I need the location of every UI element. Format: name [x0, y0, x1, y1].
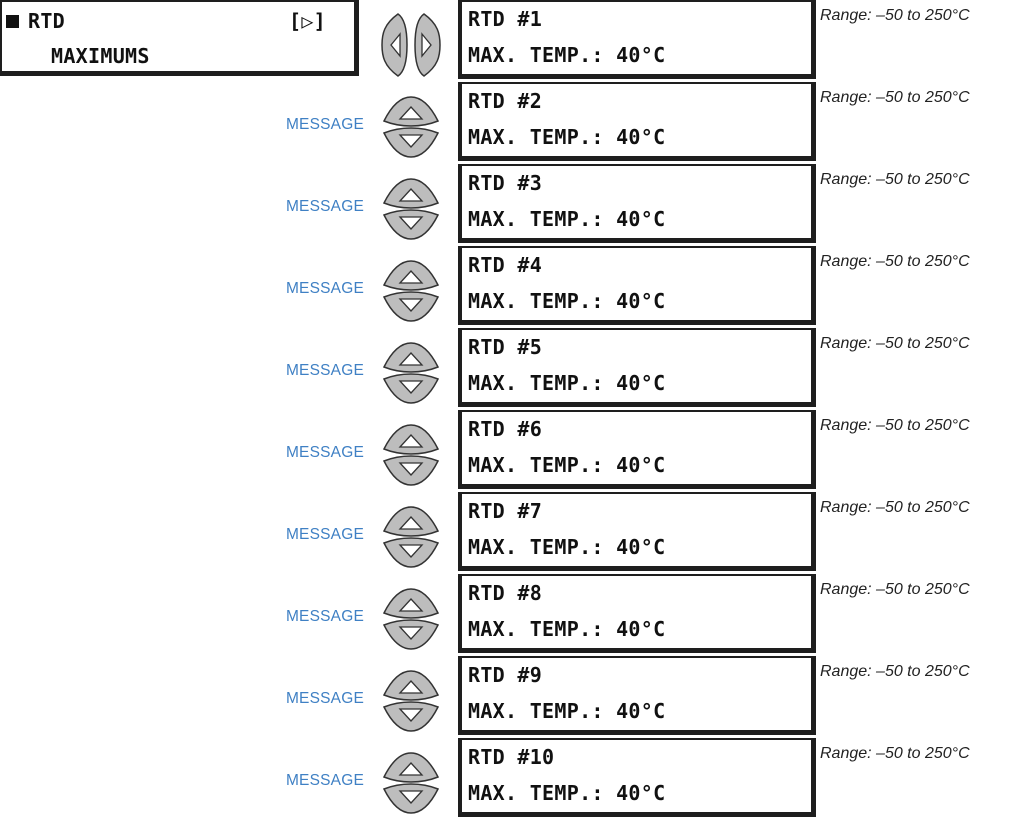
display-line1: RTD #2 — [468, 89, 543, 113]
message-up-down-keys-icon — [382, 588, 440, 650]
range-note: Range: –50 to 250°C — [820, 499, 970, 516]
range-note: Range: –50 to 250°C — [820, 745, 970, 762]
message-label: MESSAGE — [285, 280, 364, 297]
display-line1: RTD #4 — [468, 253, 543, 277]
message-label: MESSAGE — [285, 690, 364, 707]
group-title-line2: MAXIMUMS — [51, 44, 150, 68]
message-up-down-keys-icon — [382, 424, 440, 486]
rtd-display-4: RTD #4 MAX. TEMP.: 40°C — [458, 246, 816, 325]
settings-group-display: RTD [▷] MAXIMUMS — [0, 0, 359, 76]
message-up-down-keys-icon — [382, 178, 440, 240]
display-line1: RTD #9 — [468, 663, 543, 687]
display-line2: MAX. TEMP.: 40°C — [468, 43, 666, 67]
display-line1: RTD #10 — [468, 745, 555, 769]
message-up-down-keys-icon — [382, 670, 440, 732]
range-note: Range: –50 to 250°C — [820, 417, 970, 434]
display-line1: RTD #1 — [468, 7, 543, 31]
rtd-display-9: RTD #9 MAX. TEMP.: 40°C — [458, 656, 816, 735]
display-line2: MAX. TEMP.: 40°C — [468, 535, 666, 559]
display-line2: MAX. TEMP.: 40°C — [468, 207, 666, 231]
bullet-square-icon — [6, 15, 19, 28]
display-line2: MAX. TEMP.: 40°C — [468, 781, 666, 805]
range-note: Range: –50 to 250°C — [820, 663, 970, 680]
range-note: Range: –50 to 250°C — [820, 171, 970, 188]
rtd-display-6: RTD #6 MAX. TEMP.: 40°C — [458, 410, 816, 489]
display-line2: MAX. TEMP.: 40°C — [468, 125, 666, 149]
message-label: MESSAGE — [285, 444, 364, 461]
group-title-line1: RTD — [28, 9, 66, 33]
range-note: Range: –50 to 250°C — [820, 89, 970, 106]
display-line1: RTD #7 — [468, 499, 543, 523]
range-note: Range: –50 to 250°C — [820, 7, 970, 24]
display-line2: MAX. TEMP.: 40°C — [468, 617, 666, 641]
display-line2: MAX. TEMP.: 40°C — [468, 699, 666, 723]
display-line1: RTD #8 — [468, 581, 543, 605]
message-label: MESSAGE — [285, 608, 364, 625]
rtd-display-7: RTD #7 MAX. TEMP.: 40°C — [458, 492, 816, 571]
display-line1: RTD #5 — [468, 335, 543, 359]
rtd-display-3: RTD #3 MAX. TEMP.: 40°C — [458, 164, 816, 243]
display-line1: RTD #3 — [468, 171, 543, 195]
message-up-down-keys-icon — [382, 752, 440, 814]
enter-indicator: [▷] — [289, 9, 327, 33]
display-line2: MAX. TEMP.: 40°C — [468, 453, 666, 477]
display-line2: MAX. TEMP.: 40°C — [468, 289, 666, 313]
display-line2: MAX. TEMP.: 40°C — [468, 371, 666, 395]
message-label: MESSAGE — [285, 772, 364, 789]
range-note: Range: –50 to 250°C — [820, 581, 970, 598]
range-note: Range: –50 to 250°C — [820, 335, 970, 352]
rtd-display-8: RTD #8 MAX. TEMP.: 40°C — [458, 574, 816, 653]
range-note: Range: –50 to 250°C — [820, 253, 970, 270]
message-up-down-keys-icon — [382, 506, 440, 568]
left-right-keys-icon — [381, 13, 441, 77]
display-line1: RTD #6 — [468, 417, 543, 441]
rtd-display-1: RTD #1 MAX. TEMP.: 40°C — [458, 0, 816, 79]
rtd-display-5: RTD #5 MAX. TEMP.: 40°C — [458, 328, 816, 407]
message-up-down-keys-icon — [382, 260, 440, 322]
rtd-display-2: RTD #2 MAX. TEMP.: 40°C — [458, 82, 816, 161]
message-label: MESSAGE — [285, 198, 364, 215]
message-up-down-keys-icon — [382, 342, 440, 404]
message-up-down-keys-icon — [382, 96, 440, 158]
message-label: MESSAGE — [285, 362, 364, 379]
message-label: MESSAGE — [285, 526, 364, 543]
message-label: MESSAGE — [285, 116, 364, 133]
